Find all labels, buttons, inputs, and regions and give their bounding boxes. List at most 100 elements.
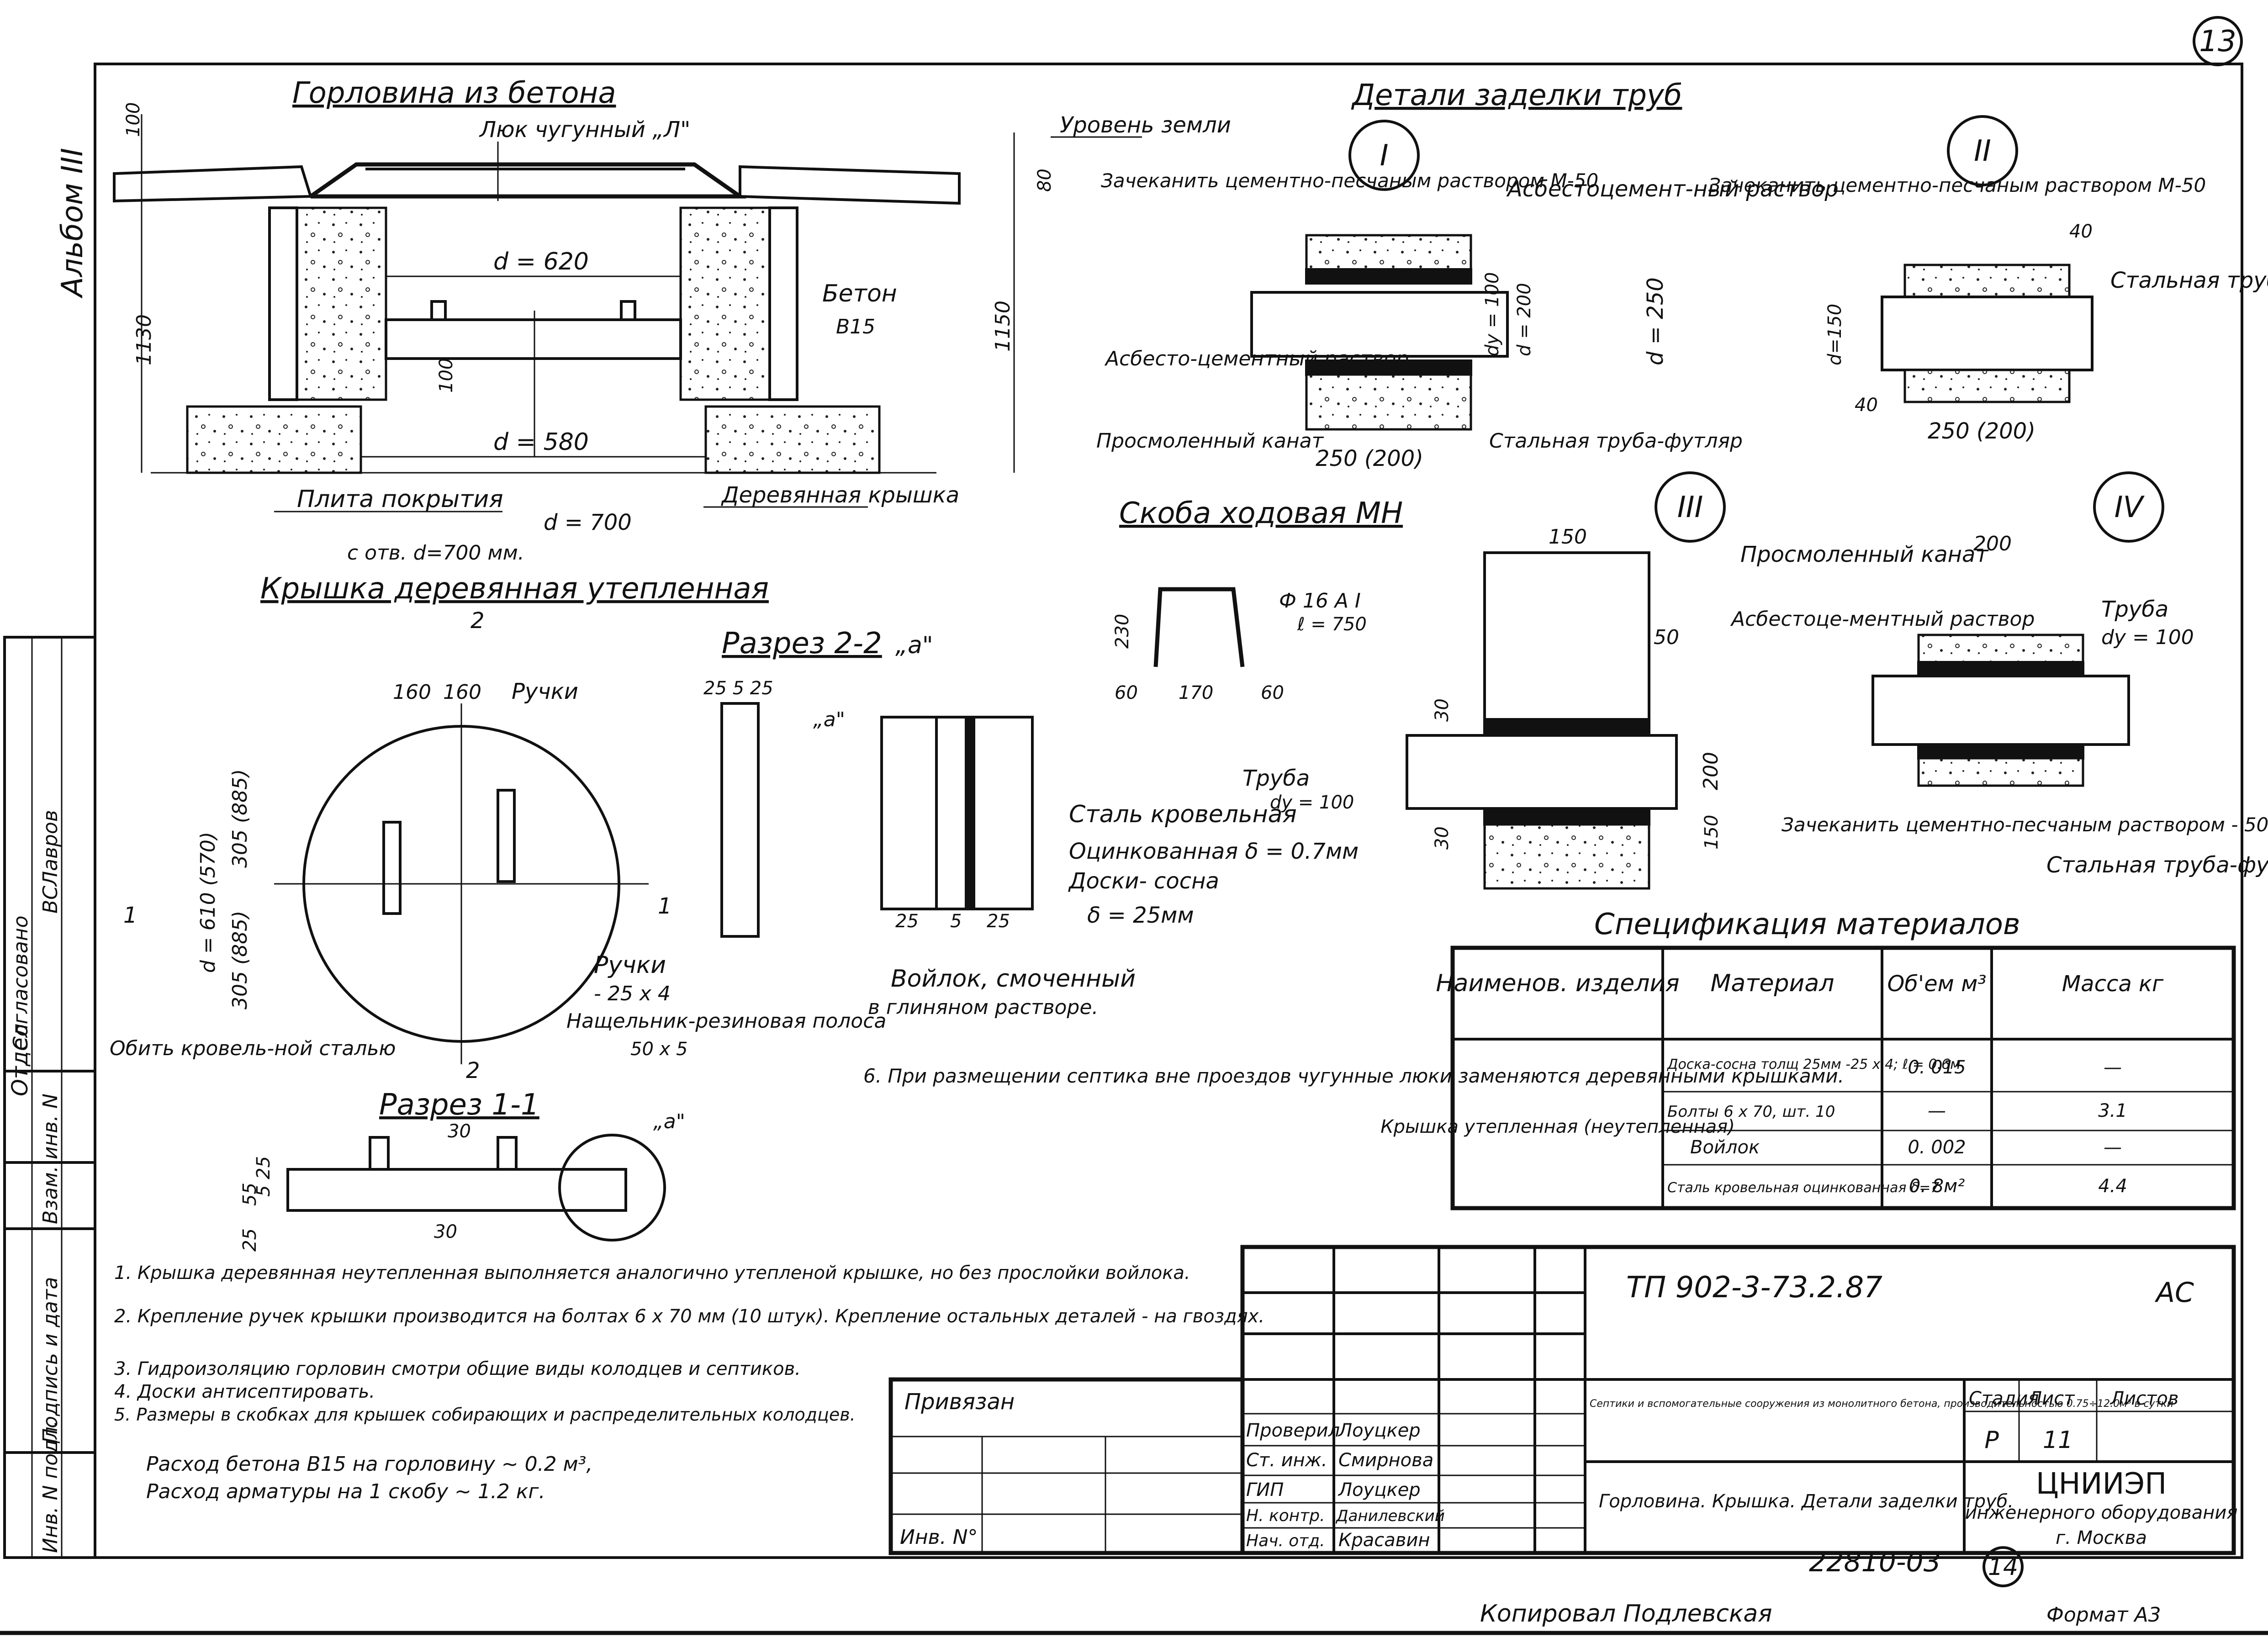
drawing-label: Взам. инв. N <box>39 1094 62 1224</box>
sheet-number: 13 <box>2193 16 2243 66</box>
drawing-label: d=150 <box>1824 304 1845 365</box>
drawing-label: 3.1 <box>2098 1100 2127 1121</box>
drawing-label: 0. 002 <box>1908 1137 1966 1158</box>
drawing-label: 250 (200) <box>1928 418 2035 444</box>
drawing-label: Нач. отд. <box>1246 1532 1325 1550</box>
drawing-label: Уровень земли <box>1060 112 1231 138</box>
detail-a: Сталь кровельная Оцинкованная δ = 0.7мм … <box>868 716 1359 1019</box>
drawing-label: 2 <box>471 608 485 634</box>
drawing-label: Стальная труба-футляр <box>1489 429 1743 453</box>
drawing-label: 50 <box>1654 626 1679 649</box>
drawing-label: Об'ем м³ <box>1887 971 1986 997</box>
drawing-label: Горловина из бетона <box>292 76 616 110</box>
drawing-label: 5 25 <box>253 1156 274 1197</box>
spec-table: Спецификация материалов Наименов. издели… <box>1380 908 2236 1210</box>
drawing-label: 25 <box>895 911 919 932</box>
drawing-label: Крышка утепленная (неутепленная) <box>1380 1116 1735 1137</box>
drawing-label: d = 700 <box>544 510 632 535</box>
drawing-label: 5. Размеры в скобках для крышек собирающ… <box>114 1405 856 1425</box>
drawing-label: Люк чугунный „Л" <box>479 117 690 143</box>
drawing-label: с отв. d=700 мм. <box>347 541 524 565</box>
drawing-label: d = 580 <box>493 428 589 456</box>
drawing-label: Бетон <box>822 280 897 307</box>
drawing-label: Данилевский <box>1335 1507 1445 1525</box>
drawing-label: ВС <box>39 886 62 914</box>
drawing-label: Лоуцкер <box>1338 1420 1421 1441</box>
drawing-label: 0. 015 <box>1908 1057 1966 1078</box>
drawing-label: 305 (885) <box>228 769 252 868</box>
drawing-label: 30 <box>1432 698 1453 722</box>
drawing-label: Асбестоцемент-ный раствор <box>1506 176 1839 202</box>
drawing-label: 4. Доски антисептировать. <box>114 1381 375 1402</box>
drawing-label: dy = 100 <box>2101 626 2194 649</box>
drawing-label: — <box>2104 1057 2122 1078</box>
drawing-label: 100 <box>436 358 457 393</box>
drawing-label: 5 <box>950 911 962 932</box>
drawing-label: 3. Гидроизоляцию горловин смотри общие в… <box>114 1358 801 1379</box>
drawing-label: Деревянная крышка <box>721 482 959 508</box>
drawing-label: 55 <box>239 1183 260 1206</box>
drawing-label: Доски- сосна <box>1068 868 1219 894</box>
drawing-label: 230 <box>1112 614 1133 649</box>
drawing-label: 13 <box>2199 25 2236 58</box>
drawing-label: Масса кг <box>2062 971 2164 997</box>
detail-ii: II Зачеканить цементно-песчаным растворо… <box>1708 115 2268 444</box>
drawing-label: III <box>1677 491 1703 524</box>
drawing-label: 1 <box>658 893 672 919</box>
drawing-label: 1130 <box>132 314 156 365</box>
drawing-label: 40 <box>1855 395 1878 416</box>
drawing-label: Копировал Подлевская <box>1480 1600 1772 1627</box>
drawing-label: 25 <box>987 911 1010 932</box>
drawing-label: в глиняном растворе. <box>868 996 1098 1019</box>
drawing-label: „а" <box>895 632 933 659</box>
drawing-label: Спецификация материалов <box>1594 908 2020 941</box>
drawing-label: Зачеканить цементно-песчаным раствором М… <box>1101 169 1598 192</box>
drawing-label: 2. Крепление ручек крышки производится н… <box>114 1306 1264 1327</box>
drawing-label: 11 <box>2043 1426 2073 1454</box>
drawing-label: Смирнова <box>1338 1450 1433 1471</box>
drawing-label: 40 <box>2069 221 2093 242</box>
left-stamp: Согласовано Отдел ВС Лавров Взам. инв. N… <box>3 636 96 1559</box>
drawing-label: d = 620 <box>493 248 589 275</box>
section-2-2: Разрез 2-2 „а" 25 5 25 „а" <box>703 627 933 938</box>
drawing-label: Скоба ходовая МН <box>1119 497 1403 530</box>
drawing-label: Инв. N подл. <box>39 1420 62 1553</box>
drawing-label: Согласовано <box>9 915 32 1051</box>
drawing-label: Материал <box>1711 970 1834 997</box>
drawing-label: Инв. N° <box>900 1526 978 1549</box>
drawing-label: 2 <box>466 1058 480 1083</box>
drawing-label: 6. При размещении септика вне проездов ч… <box>863 1065 1844 1087</box>
drawing-label: Обить кровель-ной сталью <box>110 1037 396 1060</box>
drawing-label: 305 (885) <box>228 911 252 1009</box>
drawing-label: δ = 25мм <box>1087 903 1194 928</box>
detail-i: Детали заделки труб I Зачеканить цементн… <box>1096 79 1839 471</box>
drawing-label: 1. Крышка деревянная неутепленная выполн… <box>114 1263 1190 1284</box>
drawing-label: Просмоленный канат <box>1740 542 1989 567</box>
drawing-label: „а" <box>653 1110 685 1133</box>
drawing-label: dy = 100 <box>1482 272 1503 356</box>
drawing-label: 100 <box>123 102 144 137</box>
drawing-label: инженерного оборудования <box>1965 1502 2238 1523</box>
drawing-label: Ручки <box>594 951 666 979</box>
drawing-label: ℓ = 750 <box>1297 614 1367 635</box>
drawing-label: 1150 <box>991 301 1015 352</box>
drawing-label: Труба <box>1242 766 1310 791</box>
drawing-label: Горловина. Крышка. Детали заделки труб. <box>1599 1491 2014 1512</box>
drawing-label: d = 610 (570) <box>196 832 220 973</box>
drawing-label: I <box>1380 139 1389 173</box>
drawing-label: Красавин <box>1338 1530 1430 1551</box>
note-6: 6. При размещении септика вне проездов ч… <box>863 1065 1844 1087</box>
drawing-label: Отдел <box>7 1024 33 1096</box>
drawing-label: Ст. инж. <box>1246 1450 1327 1471</box>
drawing-label: Формат А3 <box>2046 1603 2161 1627</box>
drawing-label: Войлок <box>1690 1137 1760 1158</box>
drawing-label: Н. контр. <box>1246 1506 1325 1525</box>
drawing-label: 60 <box>1261 682 1284 703</box>
drawing-label: Стальная труба dy = 160 <box>2110 268 2268 293</box>
drawing-label: — <box>1928 1100 1946 1121</box>
drawing-label: Ручки <box>512 679 578 704</box>
drawing-label: Асбесто-цементный раствор <box>1104 347 1409 370</box>
drawing-label: 200 <box>1973 532 2012 555</box>
drawing-label: dy = 100 <box>1270 792 1354 813</box>
